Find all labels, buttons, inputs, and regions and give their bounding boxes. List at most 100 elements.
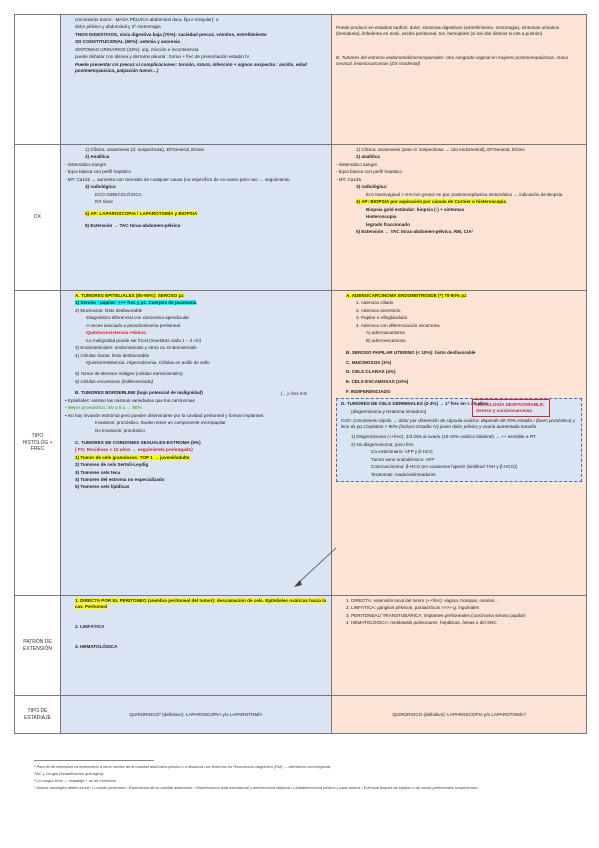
footnote: TAC y Cirugía (estadificación quirúrgica… bbox=[34, 771, 104, 776]
text: Ca embrionario: AFP y β-HCG bbox=[371, 449, 433, 455]
text: B. Tumores del estroma endometrial/mesen… bbox=[336, 54, 568, 66]
text: 4) Células claras: histo desfavorable bbox=[75, 352, 150, 358]
footnote-rule bbox=[34, 760, 154, 761]
text: C. MUCINOSOS (1%) bbox=[346, 359, 392, 365]
text: QUIRÚRGICO (definitivo): LAPAROSCOPIA y/… bbox=[392, 711, 526, 717]
text: -A veces asociado a pseudomixoma periton… bbox=[85, 322, 182, 328]
text: No invasivos: pronóstico bbox=[95, 427, 145, 433]
row-dx: DX 1) Clínica: anamnesis (cl: sospechosa… bbox=[14, 144, 587, 291]
text: Biopsia gold estándar: biopsia (-) + sín… bbox=[366, 206, 465, 212]
text: A. TUMORES EPITELIALES (80-90%): SEROSO … bbox=[65, 293, 327, 299]
text: • Epiteliales: existen las mismas varied… bbox=[65, 397, 195, 403]
text: - bqca básica con perfil hepático bbox=[65, 169, 131, 175]
row-label-tipo: TIPO HISTOLÓG + FREC bbox=[14, 290, 61, 596]
text: puede debutar con disnea y derrame pleur… bbox=[75, 54, 250, 60]
dx-right-cell: 1) Clínica: anamnesis (ante cl: sospecho… bbox=[331, 144, 587, 291]
text: OJO: Crecimiento rápido → dolor por dist… bbox=[341, 418, 576, 430]
text: E. CELS ESCAMOSAS (10%) bbox=[346, 379, 409, 385]
patron-right-cell: 1. DIRECTA: extensión local del tumor (+… bbox=[331, 595, 587, 696]
text: D. CELS CLARAS (4%) bbox=[346, 369, 396, 375]
text: B) adenoescamoso bbox=[366, 337, 406, 343]
text: - MT: Ca125 → aumenta con Serositis de c… bbox=[65, 176, 290, 182]
text: QUIRÚRGICO² (definitivo): LAPAROSCOPIA y… bbox=[129, 711, 263, 717]
text: legrado fraccionado bbox=[366, 221, 410, 227]
text: 2) Tumores de cels Sertoli-Leydig bbox=[75, 462, 149, 468]
text: 5) Tumor de Brenner maligno (células tra… bbox=[75, 371, 183, 377]
text: 1) Seroso - papilar: +++ frec y pz. Cuer… bbox=[65, 300, 327, 306]
text: -La malignidad puede ser focal (muestras… bbox=[85, 337, 202, 343]
text: 3. PERITONEAL/ TRANSTUBÁRICA: implantes … bbox=[346, 612, 526, 618]
text: (disgerminoma y teratoma inmaduro) bbox=[351, 408, 427, 414]
row-label-estadiaje: TIPO DE ESTADIAJE bbox=[14, 695, 61, 734]
text: 3) radiológica: bbox=[356, 184, 388, 190]
text: 2) Mucinosos: histo desfavorable bbox=[75, 307, 143, 313]
text: 2) Analítica bbox=[85, 154, 110, 160]
text: 1) Clínica: anamnesis (cl: sospechosa), … bbox=[85, 147, 204, 152]
row-tipo: TIPO HISTOLÓG + FREC A. TUMORES EPITELIA… bbox=[14, 290, 587, 596]
text: Histeroscopia bbox=[366, 214, 397, 220]
text: 2. LINFÁTICA: ganglios pélvicos, paraaór… bbox=[346, 605, 480, 611]
text: 5) Extensión → TAC tórax-abdomen-pélvico bbox=[85, 223, 181, 229]
top-left-cell: crecimiento tumor - MASA PÉLVICA abdomin… bbox=[60, 14, 332, 145]
footnote: ² La cirugía sirve → estadiaje + dx de e… bbox=[34, 778, 117, 783]
text: 2) No disgerminoma: poco frec bbox=[351, 441, 414, 447]
text: 3) radiológica: bbox=[85, 184, 117, 190]
text: 1) Tumor de cels granulosas: TOP 1 → juv… bbox=[65, 454, 327, 461]
text: Invasivos: pronóstico. Suelen tener un c… bbox=[95, 420, 226, 426]
text: Coriocarcinoma: β-HCG (en ocasiones hipe… bbox=[371, 464, 518, 470]
estadiaje-right-cell: QUIRÚRGICO (definitivo): LAPAROSCOPIA y/… bbox=[331, 695, 587, 734]
text: • Mejor pronóstico. SV a 5 a → 80% bbox=[65, 405, 142, 411]
text: 3. Papilar o villoglandular bbox=[356, 315, 408, 321]
text: 2. LINFÁTICA bbox=[75, 623, 105, 629]
text: A. ADENOCARCINOMA ENDOMETRIOIDE (*) 70-8… bbox=[336, 293, 582, 299]
text: 6) Células escamosas (indiferenciado) bbox=[75, 378, 154, 384]
text: ECO GINECOLÓGICA bbox=[95, 191, 142, 197]
text: dolor pélvico y abdominal y 3º metrorrag… bbox=[75, 24, 161, 30]
row-clinica: crecimiento tumor - MASA PÉLVICA abdomin… bbox=[14, 14, 587, 145]
text: F. INDIFERENCIADO bbox=[346, 389, 391, 395]
text: ( PX; Recidivas > 10 años → seguimiento … bbox=[75, 447, 193, 453]
text: 4) AP: BIOPSIA por aspiración por cánula… bbox=[336, 199, 582, 205]
text: Eco transvaginal > 8-9 mm grosor en pac … bbox=[366, 191, 563, 197]
tipo-left-cell: A. TUMORES EPITELIALES (80-90%): SEROSO … bbox=[60, 290, 332, 596]
row-label-dx: DX bbox=[14, 144, 61, 291]
text: 1. DIRECTA: extensión local del tumor (+… bbox=[346, 598, 499, 603]
text: - sistemático sangre bbox=[336, 161, 378, 167]
text: 3) Endometrioides: endometriosis y otros… bbox=[75, 345, 197, 351]
arrow-icon bbox=[294, 547, 337, 587]
text: - MT: Ca125 bbox=[336, 176, 362, 182]
text: 5) Tumores cels lipídicas bbox=[75, 484, 130, 490]
text: 1. Adenoca ciliado bbox=[356, 300, 394, 306]
estadiaje-left-cell: QUIRÚRGICO² (definitivo): LAPAROSCOPIA y… bbox=[60, 695, 332, 734]
germ-cell-box: D. TUMORES DE CELS GERMINALES (2-3%) → 1… bbox=[336, 398, 582, 482]
text: • No hay invasión estromal pero pueden d… bbox=[65, 412, 265, 418]
text: -Diagnóstico diferencial con carcinoma a… bbox=[85, 315, 190, 321]
text: 3. HEMATOLÓGICA bbox=[75, 643, 118, 649]
tipo-right-cell: A. ADENOCARCINOMA ENDOMETRIOIDE (*) 70-8… bbox=[331, 290, 587, 596]
row-estadiaje: TIPO DE ESTADIAJE QUIRÚRGICO² (definitiv… bbox=[14, 695, 587, 734]
text: SINTOMAS URINARIOS (34%): urg. micción e… bbox=[75, 46, 199, 52]
comparison-table: crecimiento tumor - MASA PÉLVICA abdomin… bbox=[14, 14, 587, 734]
highlight: 4) AP: BIOPSIA por aspiración por cánula… bbox=[356, 199, 507, 205]
highlight: 1. DIRECTA POR EL PERITONEO (siembra per… bbox=[75, 598, 327, 609]
patron-left-cell: 1. DIRECTA POR EL PERITONEO (siembra per… bbox=[60, 595, 332, 696]
text: 4. HEMATOLÓGICA: metástasis pulmonares, … bbox=[346, 620, 497, 626]
row-label-clinica bbox=[14, 14, 61, 145]
text: SD CONSTITUCIONAL (60%): astenia y anore… bbox=[75, 39, 180, 45]
text: (…): frec 5-6 bbox=[281, 391, 307, 396]
top-right-cell: Puede producir en estadios tardíos: dolo… bbox=[331, 14, 587, 145]
text: crecimiento tumor - MASA PÉLVICA abdomin… bbox=[75, 17, 219, 22]
text: 4. Adenoca con diferenciación escamosa bbox=[356, 322, 440, 328]
text: 4) AP: LAPAROSCOPIA / LAPAROTOMÍA y BIOP… bbox=[65, 211, 327, 217]
text: D. TUMORES DE CELS GERMINALES (2-3%) → 1… bbox=[341, 401, 489, 407]
text: 5) Extensión → TAC tórax-abdomen-pélvico… bbox=[356, 229, 474, 235]
dx-left-cell: 1) Clínica: anamnesis (cl: sospechosa), … bbox=[60, 144, 332, 291]
text: Tumor seno endodérmico: AFP bbox=[371, 456, 435, 462]
highlight: 1) Seroso - papilar: +++ frec y pz. Cuer… bbox=[75, 300, 197, 306]
text: C. TUMORES DE CORDONES SEXUALES-ESTROMA … bbox=[75, 439, 201, 445]
text: 2. Adenoca secretorio bbox=[356, 307, 401, 313]
highlight: A. TUMORES EPITELIALES (80-90%): SEROSO … bbox=[75, 293, 184, 298]
footnotes: ¹ Para dx de extensión ca endometrio a o… bbox=[34, 760, 574, 792]
highlight: 4) AP: LAPAROSCOPIA / LAPAROTOMÍA y BIOP… bbox=[85, 211, 198, 217]
